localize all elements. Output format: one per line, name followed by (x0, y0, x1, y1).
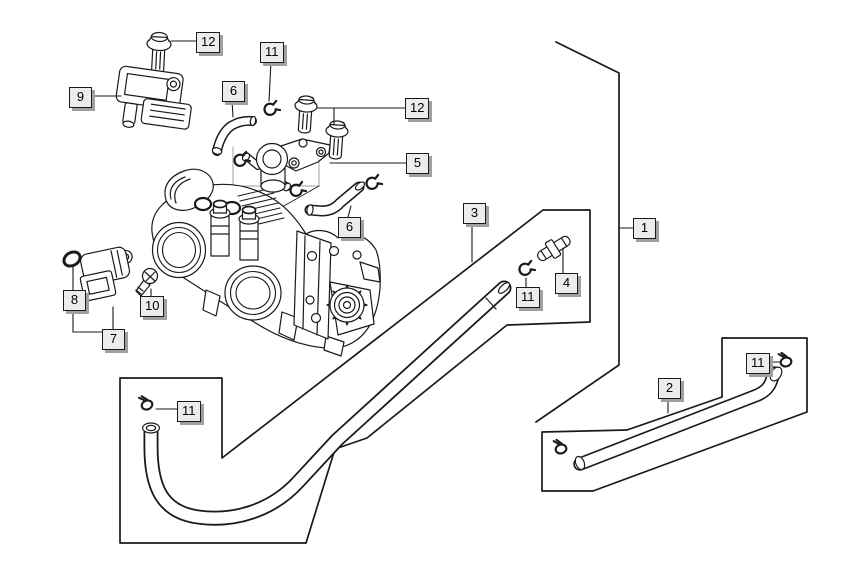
clip-11-fuel (518, 259, 537, 276)
part-label-11-top[interactable]: 11 (260, 42, 284, 63)
bolt-12-right-2 (325, 120, 349, 160)
joint-fitting-4 (537, 235, 571, 262)
part-label-7[interactable]: 7 (102, 329, 125, 350)
hose-6-lower (304, 181, 366, 217)
clip-near-bracket-right (289, 180, 308, 197)
fuel-hose-3 (142, 280, 512, 526)
part-label-11-bottom-left[interactable]: 11 (177, 401, 201, 422)
clip-11-top (263, 99, 282, 116)
hose-6-upper (211, 115, 257, 156)
o-ring-8 (62, 250, 82, 268)
tps-sensor-7 (79, 246, 133, 302)
part-label-5[interactable]: 5 (406, 153, 429, 174)
part-label-3[interactable]: 3 (463, 203, 486, 224)
part-label-9[interactable]: 9 (69, 87, 92, 108)
throttle-bore-lower (224, 265, 282, 321)
part-label-2[interactable]: 2 (658, 378, 681, 399)
hose-2 (573, 366, 783, 471)
part-label-6-upper[interactable]: 6 (222, 81, 245, 102)
idle-bracket-part5 (241, 138, 331, 193)
part-label-10[interactable]: 10 (140, 296, 165, 317)
throttle-bore-upper (151, 221, 207, 279)
clip-near-bracket-left (233, 150, 252, 167)
injector-1 (209, 199, 231, 257)
part-label-8[interactable]: 8 (63, 290, 86, 311)
map-sensor-9 (115, 65, 192, 130)
part-label-12-top[interactable]: 12 (196, 32, 221, 53)
group-outline-1 (535, 41, 620, 423)
clamp-11-bottom-right (777, 351, 793, 368)
clamp-11-bottom-left (138, 395, 154, 411)
clamp-hose2-left (552, 438, 568, 455)
group-outline-3 (119, 209, 591, 544)
bolt-12-right-1 (294, 95, 318, 134)
part-label-1[interactable]: 1 (633, 218, 656, 239)
throttle-pulley (326, 284, 368, 326)
injector-2 (238, 205, 260, 261)
clip-near-hose-6 (365, 173, 384, 190)
part-label-6-lower[interactable]: 6 (338, 217, 361, 238)
screw-10 (135, 267, 159, 297)
group-outline-2 (541, 337, 808, 492)
throttle-body (151, 168, 381, 357)
part-label-11-fuel[interactable]: 11 (516, 287, 540, 308)
part-label-4[interactable]: 4 (555, 273, 578, 294)
bolt-12-top (146, 31, 172, 74)
part-label-11-bottom-right[interactable]: 11 (746, 353, 770, 374)
part-label-12-right[interactable]: 12 (405, 98, 430, 119)
